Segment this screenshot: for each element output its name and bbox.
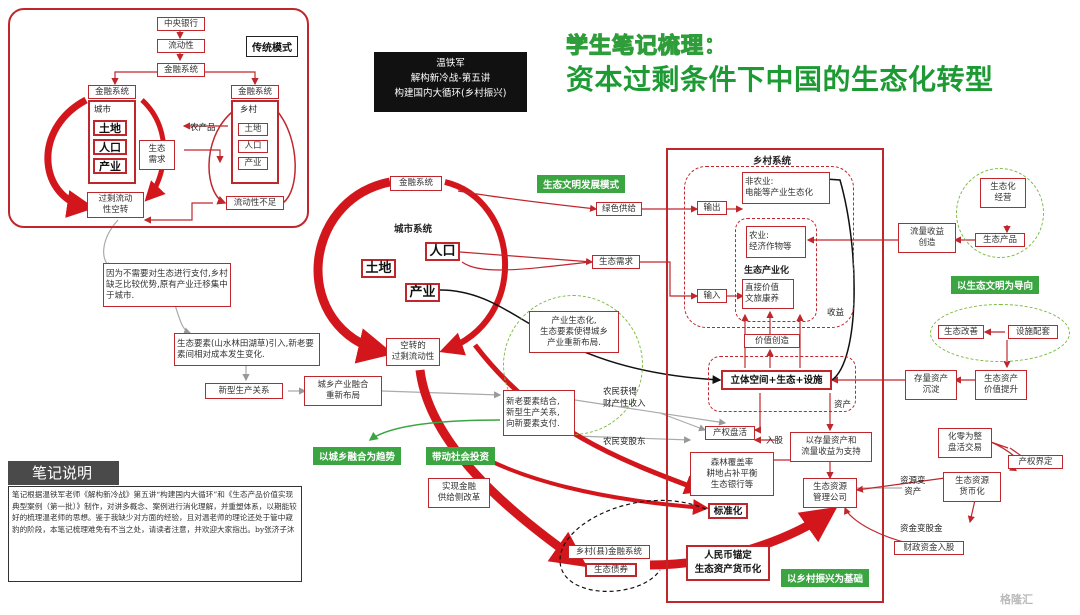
three-d-dash	[708, 356, 856, 412]
eco-finance: 金融系统	[390, 176, 442, 191]
three-d-space: 立体空间+生态+设施	[721, 370, 832, 390]
lecture-tag: 温铁军 解构新冷战-第五讲 构建国内大循环(乡村振兴)	[374, 52, 527, 112]
city-industry: 产业	[93, 158, 127, 174]
real-finance: 实现金融 供给侧改革	[428, 478, 490, 508]
note-panel-body: 笔记根据温铁军老师《解构新冷战》第五讲“构建国内大循环”和《生态产品价值实现典型…	[8, 486, 302, 582]
forest-bank: 森林覆盖率 耕地占补平衡 生态银行等	[690, 452, 774, 496]
title-line-2: 资本过剩条件下中国的生态化转型	[566, 63, 994, 96]
trend: 以城乡融合为趋势	[313, 447, 402, 465]
eco-products: 生态产品	[975, 233, 1025, 247]
village-land: 土地	[238, 123, 268, 136]
eco-monetize: 生态资源 货币化	[943, 472, 1001, 502]
eco-cycle-right	[439, 179, 509, 356]
city-system-label: 城市系统	[394, 224, 433, 235]
village-label: 乡村	[240, 105, 258, 115]
facility: 设施配套	[1008, 325, 1058, 339]
eco-land: 土地	[361, 259, 396, 278]
farmer-share: 农民变股东	[603, 437, 646, 447]
traditional-cycle	[44, 96, 95, 218]
eco-elements-note: 生态要素(山水林田湖草)引入,新老要素间相对成本发生变化.	[174, 333, 320, 366]
value-creation: 价值创造	[744, 334, 800, 348]
village-system-title: 乡村系统	[753, 156, 792, 167]
whole-trade: 化零为整 盘活交易	[938, 428, 992, 458]
central-bank: 中央银行	[157, 17, 205, 31]
traditional-label: 传统模式	[246, 36, 298, 57]
agri: 农业: 经济作物等	[746, 226, 806, 258]
industry-eco: 产业生态化, 生态要素使得城乡 产业重新布局.	[529, 311, 619, 353]
idle-liquidity: 空转的 过剩流动性	[386, 338, 440, 366]
output: 输出	[697, 201, 727, 215]
watermark: 格隆汇	[1000, 593, 1033, 606]
traditional-frame	[8, 8, 309, 228]
fiscal-funds: 财政资金入股	[894, 541, 964, 555]
share-in: 入股	[766, 436, 784, 446]
eco-operation-ellipse	[956, 168, 1044, 258]
new-old-elements: 新老要素结合, 新型生产关系, 向新要素支付.	[503, 390, 575, 436]
finance-village: 金融系统	[231, 85, 279, 99]
new-relation: 新型生产关系	[205, 383, 283, 399]
bond-loop	[559, 499, 713, 592]
village-inner-dash	[684, 166, 854, 328]
village-system-frame	[666, 148, 884, 603]
farmer-income: 农民获得 财产性收入	[603, 387, 646, 409]
eco-demand-trad: 生态 需求	[139, 140, 175, 170]
village-industry: 产业	[238, 157, 268, 170]
eco-assets-value: 生态资产 价值提升	[975, 370, 1027, 400]
assets: 资产	[834, 400, 852, 410]
social-invest: 带动社会投资	[426, 447, 496, 465]
city-label: 城市	[94, 105, 112, 115]
income: 收益	[827, 308, 845, 318]
property-revive: 产权盘活	[705, 426, 755, 440]
excess-liquidity: 过剩流动 性空转	[87, 192, 144, 218]
input: 输入	[697, 289, 727, 303]
liquidity: 流动性	[157, 39, 205, 53]
liquidity-short: 流动性不足	[226, 196, 284, 210]
note-panel-head: 笔记说明	[8, 461, 119, 485]
eco-operation: 生态化 经营	[980, 178, 1026, 208]
property-rights: 产权界定	[1008, 455, 1063, 469]
resource-to-asset: 资源变 资产	[900, 476, 926, 497]
village-base: 以乡村振兴为基础	[781, 569, 870, 587]
green-supply: 绿色供给	[596, 202, 642, 216]
finance-city: 金融系统	[88, 85, 136, 99]
trend-arrow	[368, 419, 501, 441]
eco-guide: 以生态文明为导向	[951, 276, 1040, 294]
non-agri: 非农业: 电能等产业生态化	[742, 172, 830, 204]
village-population: 人口	[238, 140, 268, 153]
city-land: 土地	[93, 120, 127, 136]
eco-improve-ellipse	[930, 304, 1070, 362]
reason-note: 因为不需要对生态进行支付,乡村缺乏比较优势,原有产业迁移集中于城市.	[103, 263, 231, 307]
flow-income: 流量收益 创造	[898, 223, 956, 253]
title-line-1: 学生笔记梳理：	[565, 33, 728, 59]
eco-population: 人口	[425, 242, 460, 261]
eco-bonds: 生态债券	[585, 563, 637, 577]
urban-rural-merge: 城乡产业融合 重新布局	[304, 376, 382, 406]
eco-industrialization: 生态产业化	[744, 266, 790, 276]
fund-to-equity: 资金变股金	[900, 524, 943, 534]
eco-model-label: 生态文明发展模式	[537, 175, 626, 193]
eco-demand: 生态需求	[592, 255, 640, 269]
stock-assets: 存量资产 沉淀	[905, 370, 957, 400]
stock-support: 以存量资产和 流量收益为支持	[790, 432, 872, 462]
city-population: 人口	[93, 139, 127, 155]
eco-industry: 产业	[405, 283, 440, 302]
eco-improve: 生态改善	[938, 325, 984, 339]
eco-cycle-left	[313, 177, 394, 364]
eco-res-company: 生态资源 管理公司	[803, 478, 857, 508]
county-finance: 乡村(县)金融系统	[568, 545, 650, 559]
rmb-anchor: 人民币锚定 生态资产货币化	[686, 545, 770, 581]
finance-top: 金融系统	[157, 63, 205, 77]
agri-products: 农产品	[190, 123, 216, 133]
eco-industrial-dash	[735, 218, 817, 322]
standardize: 标准化	[708, 503, 748, 519]
direct-value: 直接价值 文旅康养	[742, 279, 794, 309]
